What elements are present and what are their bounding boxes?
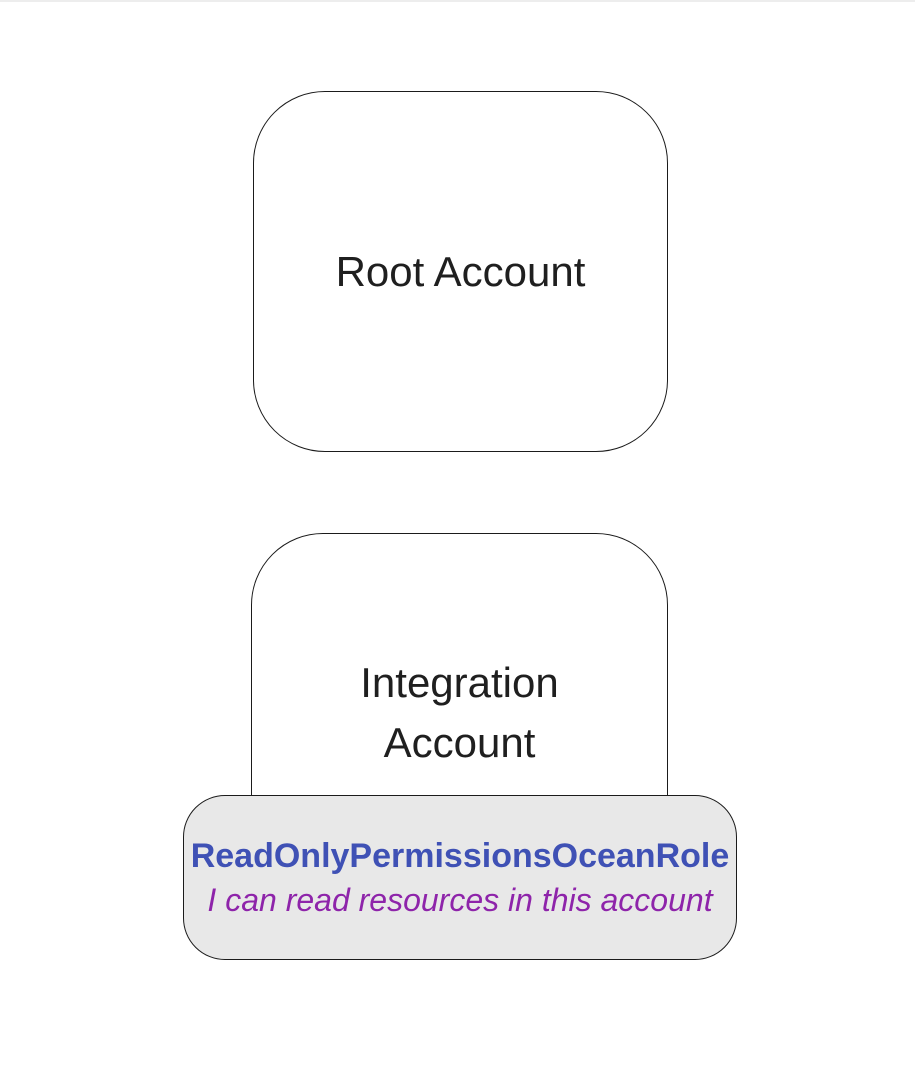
node-root-account: Root Account — [253, 91, 668, 452]
integration-account-label: Integration Account — [360, 653, 558, 773]
role-name: ReadOnlyPermissionsOceanRole — [190, 836, 730, 875]
integration-account-label-line2: Account — [383, 719, 536, 766]
root-account-label: Root Account — [335, 247, 586, 295]
role-description: I can read resources in this account — [207, 881, 713, 918]
top-edge-line — [0, 0, 915, 2]
role-badge: ReadOnlyPermissionsOceanRole I can read … — [183, 795, 737, 960]
integration-account-label-line1: Integration — [360, 659, 559, 706]
